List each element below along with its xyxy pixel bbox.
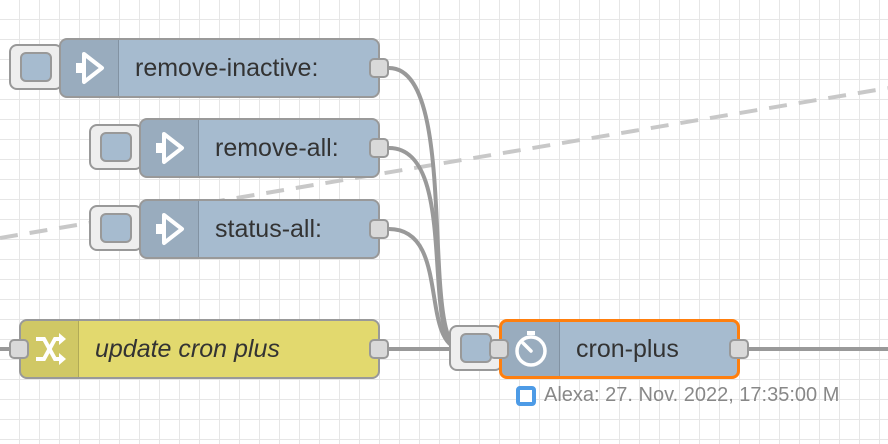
node-icon-area: [61, 40, 119, 96]
status-text: Alexa: 27. Nov. 2022, 17:35:00 M: [544, 384, 840, 406]
node-label: remove-inactive:: [135, 53, 319, 82]
node-status: Alexa: 27. Nov. 2022, 17:35:00 M: [516, 384, 839, 407]
node-cron-plus[interactable]: cron-plus: [499, 319, 740, 379]
inject-trigger-inner: [20, 52, 52, 82]
wire[interactable]: [388, 227, 460, 351]
node-status-all[interactable]: status-all:: [139, 199, 380, 259]
node-icon-area: [502, 322, 560, 376]
inject-trigger-button[interactable]: [449, 325, 503, 371]
arrow-in-icon: [75, 52, 104, 84]
node-label: status-all:: [215, 214, 322, 243]
arrow-in-icon: [155, 213, 184, 245]
input-port[interactable]: [9, 339, 29, 359]
inject-trigger-button[interactable]: [89, 205, 143, 251]
node-icon-area: [21, 321, 79, 377]
node-remove-all[interactable]: remove-all:: [139, 118, 380, 178]
node-icon-area: [141, 201, 199, 257]
inject-trigger-inner: [100, 132, 132, 162]
node-icon-area: [141, 120, 199, 176]
node-update-cron-plus[interactable]: update cron plus: [19, 319, 380, 379]
output-port[interactable]: [369, 58, 389, 78]
wire[interactable]: [388, 66, 460, 351]
inject-trigger-inner: [100, 213, 132, 243]
node-label: update cron plus: [95, 334, 280, 363]
input-port[interactable]: [489, 339, 509, 359]
node-label: remove-all:: [215, 133, 339, 162]
inject-trigger-button[interactable]: [89, 124, 143, 170]
timer-icon: [514, 331, 547, 367]
output-port[interactable]: [369, 138, 389, 158]
arrow-in-icon: [155, 132, 184, 164]
node-remove-inactive[interactable]: remove-inactive:: [59, 38, 380, 98]
status-indicator-icon: [516, 385, 536, 406]
wire[interactable]: [388, 146, 460, 351]
output-port[interactable]: [369, 219, 389, 239]
inject-trigger-button[interactable]: [9, 44, 63, 90]
shuffle-icon: [35, 333, 66, 365]
inject-trigger-inner: [460, 333, 492, 363]
output-port[interactable]: [729, 339, 749, 359]
output-port[interactable]: [369, 339, 389, 359]
node-label: cron-plus: [576, 334, 679, 363]
